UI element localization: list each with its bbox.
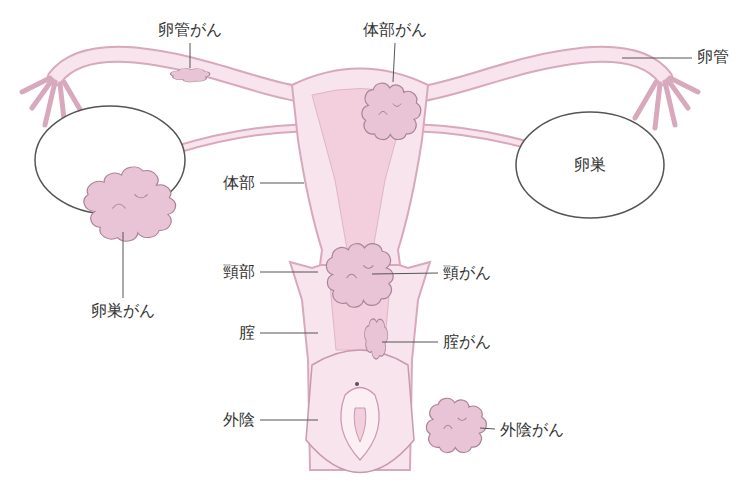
tumor-blob — [365, 319, 388, 359]
fimbria — [22, 78, 50, 92]
tumor — [362, 83, 421, 139]
tumor — [326, 244, 393, 308]
fallopian-tube — [415, 54, 665, 95]
leader-line — [190, 43, 191, 68]
leader-line — [260, 333, 318, 334]
part-label: 卵管 — [697, 47, 729, 66]
leader-line — [372, 273, 438, 274]
labia — [341, 388, 379, 461]
ovarian-ligament — [175, 128, 300, 150]
fimbria — [635, 82, 656, 118]
part-label: 外陰 — [223, 410, 255, 429]
ovarian-ligament — [175, 128, 300, 150]
ovary-shape: 卵巣 — [515, 111, 665, 219]
leader-line — [622, 58, 692, 59]
fimbria — [45, 82, 55, 125]
fimbria — [655, 84, 660, 128]
tumor-group — [84, 69, 486, 453]
fimbria — [665, 82, 675, 125]
leader-line — [480, 428, 495, 429]
tumor-blob — [84, 167, 176, 241]
tumor-blob — [171, 69, 210, 82]
fallopian-tube — [55, 54, 305, 95]
vaginal-opening — [354, 408, 366, 442]
cancer-label: 体部がん — [363, 20, 427, 39]
tumor-blob — [362, 83, 421, 139]
tumor-texture — [444, 418, 467, 429]
part-label: 頸がん — [443, 263, 491, 282]
part-label: 外陰がん — [500, 420, 564, 439]
tumor-texture — [347, 265, 374, 278]
part-label: 体部 — [223, 173, 255, 192]
fallopian-tube — [55, 54, 305, 95]
leader-line — [123, 232, 124, 298]
tumor — [365, 319, 388, 359]
leader-line — [260, 420, 318, 421]
leader-line — [393, 43, 395, 82]
cancer-label: 卵管がん — [158, 20, 222, 39]
part-label: 腟がん — [443, 332, 491, 351]
vulva — [306, 350, 414, 473]
leader-line — [382, 342, 438, 343]
urethral-dot — [355, 382, 359, 386]
ovary — [516, 112, 664, 218]
tumor — [426, 398, 486, 452]
fallopian-tube — [415, 54, 665, 95]
cancer-label: 卵巣がん — [91, 301, 155, 320]
tumor — [84, 167, 176, 241]
leader-line — [260, 272, 318, 273]
part-label: 頸部 — [223, 262, 255, 281]
part-label: 腟 — [239, 323, 255, 342]
leader-line — [260, 183, 304, 184]
tumor-blob — [426, 398, 486, 452]
organ-label: 卵巣 — [574, 155, 606, 174]
tumor-texture — [112, 194, 147, 208]
tumor-blob — [326, 244, 393, 308]
tumor-texture — [379, 104, 401, 115]
leader-lines — [123, 43, 692, 429]
uterus-body — [292, 69, 428, 266]
tumor — [171, 69, 210, 82]
fimbria — [670, 78, 698, 92]
